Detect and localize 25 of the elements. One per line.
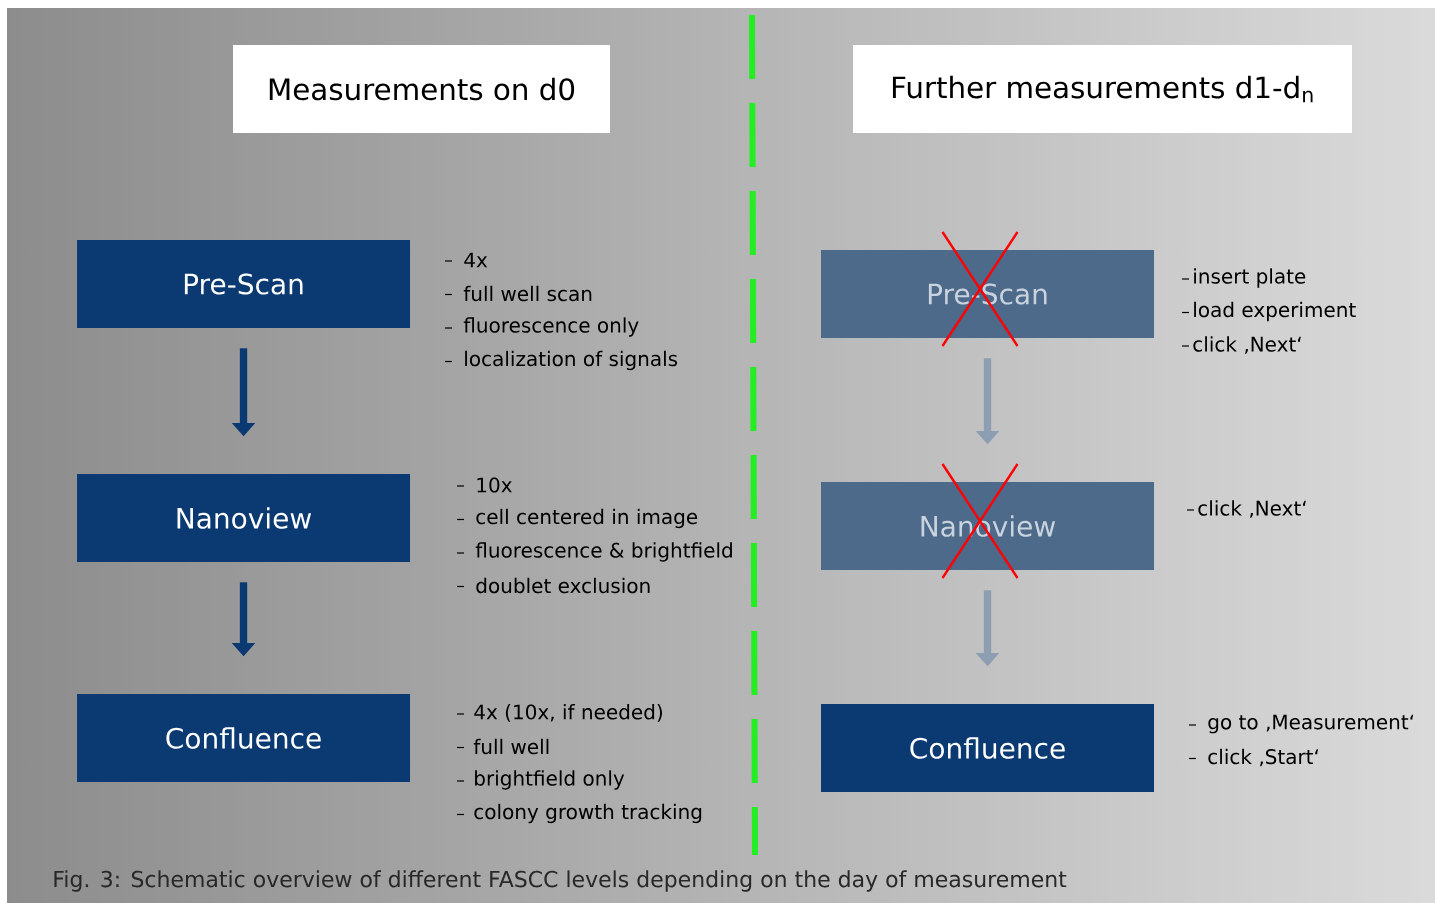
bullet-item: fluorescence only bbox=[444, 317, 639, 337]
process-box: Pre-Scan bbox=[77, 240, 410, 328]
bullet-item: click ‚Next‘ bbox=[1181, 336, 1301, 354]
process-box: Nanoview bbox=[77, 474, 410, 562]
bullet-item: click ‚Next‘ bbox=[1186, 500, 1306, 518]
bullet-item: doublet exclusion bbox=[456, 577, 650, 594]
bullet-item: click ‚Start‘ bbox=[1188, 748, 1319, 767]
bullet-item: 4x bbox=[444, 252, 488, 268]
bullet-item: insert plate bbox=[1181, 268, 1306, 288]
bullet-item: cell centered in image bbox=[456, 508, 698, 529]
bullet-item: 10x bbox=[456, 477, 512, 493]
process-box: Confluence bbox=[821, 704, 1154, 792]
caption: Fig. 3: Schematic overview of different FASCC levels depending on the day of measurement bbox=[54, 870, 1067, 892]
bullet-item: 4x (10x, if needed) bbox=[456, 704, 662, 722]
bullet-item: fluorescence & brightfield bbox=[456, 542, 732, 562]
process-box: Confluence bbox=[77, 694, 410, 782]
title-box: Further measurements d1-d$_{n}$ bbox=[853, 45, 1352, 133]
bullet-item: full well bbox=[456, 738, 549, 755]
bullet-item: full well scan bbox=[444, 285, 592, 302]
title-box: Measurements on d0 bbox=[233, 45, 610, 133]
bullet-item: colony growth tracking bbox=[456, 803, 702, 824]
bullet-item: brightfield only bbox=[456, 770, 625, 790]
bullet-item: go to ‚Measurement‘ bbox=[1188, 714, 1414, 734]
bullet-item: load experiment bbox=[1181, 301, 1356, 322]
bullet-item: localization of signals bbox=[444, 350, 678, 371]
